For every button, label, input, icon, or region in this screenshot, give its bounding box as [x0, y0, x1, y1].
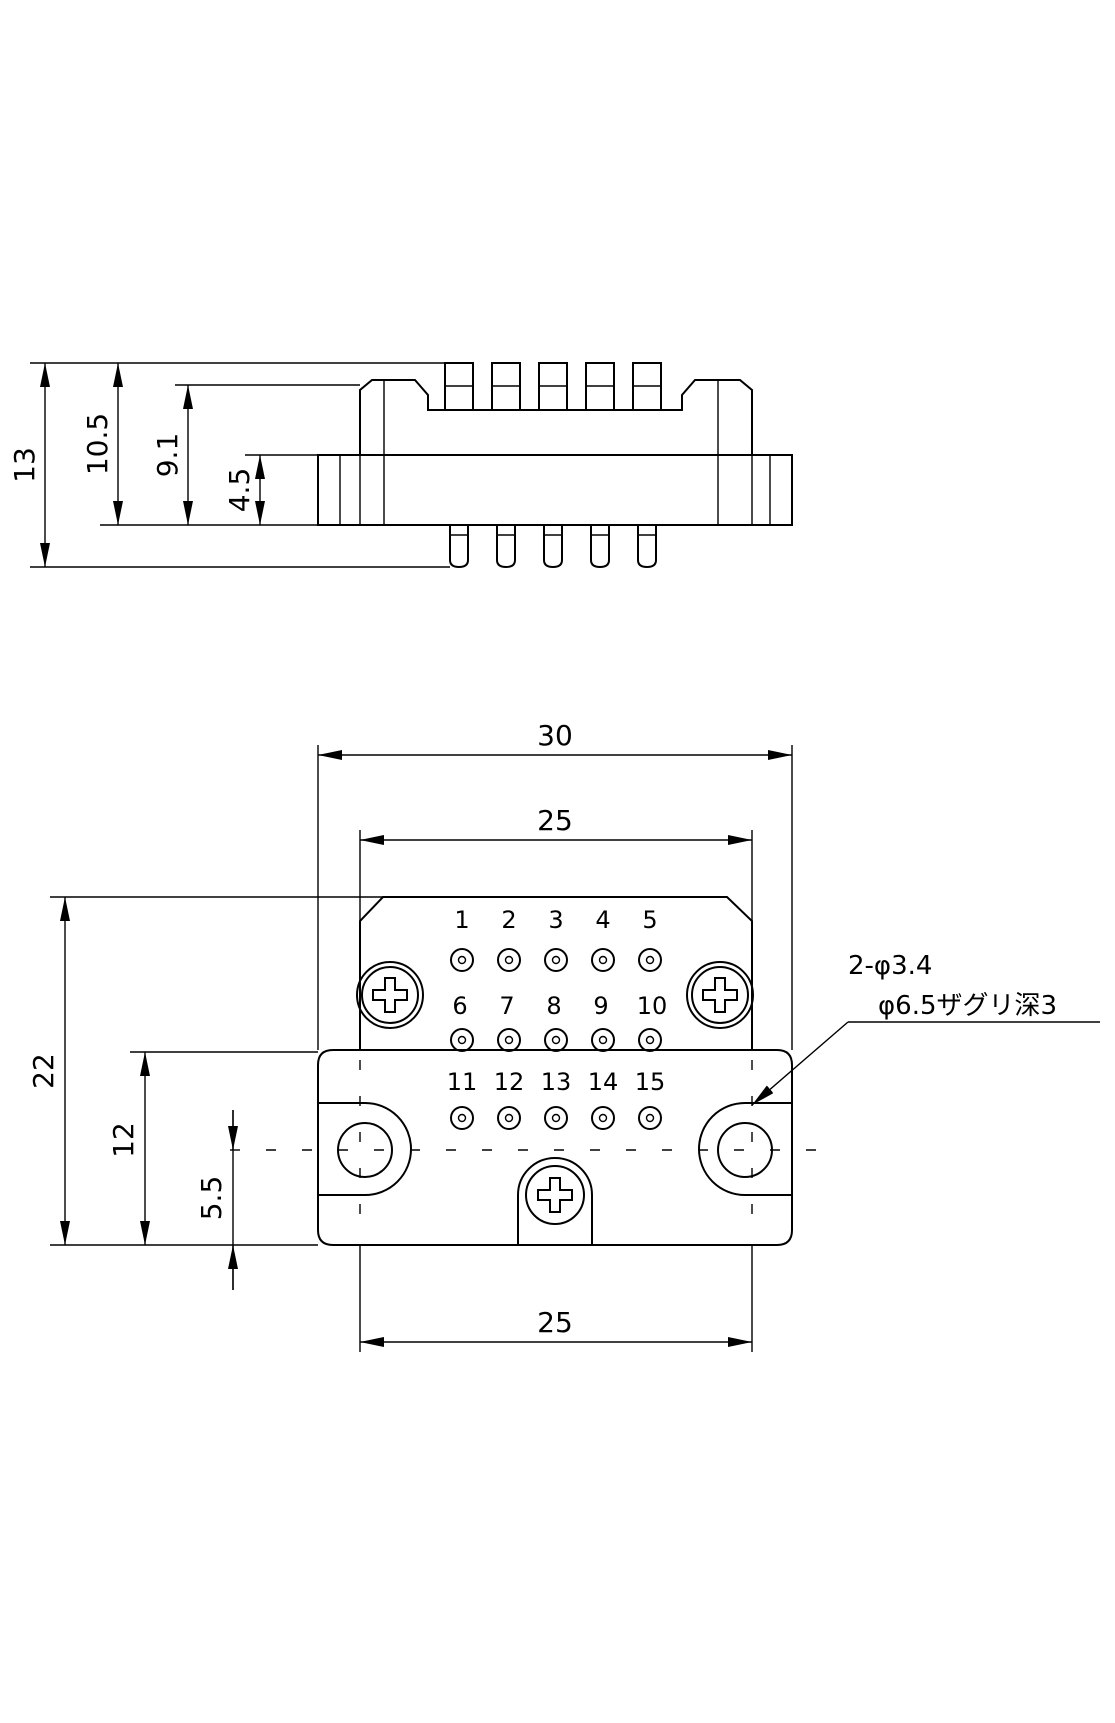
dim-30-label: 30: [537, 719, 573, 752]
dim-25-upper-label: 25: [537, 804, 573, 837]
pin-label-6: 6: [452, 992, 467, 1020]
contact-array: 1 2 3 4 5 6 7 8 9 10: [447, 906, 668, 1130]
pin-label-7: 7: [499, 992, 514, 1020]
contact-11: [450, 1106, 474, 1130]
contact-15: [638, 1106, 662, 1130]
pin-label-10: 10: [637, 992, 668, 1020]
pin-label-14: 14: [588, 1068, 619, 1096]
pin-label-4: 4: [595, 906, 610, 934]
right-hole-circle: [717, 1122, 773, 1178]
bottom-screw-boss: [517, 1157, 593, 1245]
dim-12-label: 12: [107, 1122, 140, 1158]
contact-12: [497, 1106, 521, 1130]
contact-13: [544, 1106, 568, 1130]
dim-4-5-label: 4.5: [223, 468, 256, 513]
hole-callout: 2-φ3.4 φ6.5ザグリ深3: [751, 951, 1100, 1106]
dim-25-bottom-label: 25: [537, 1306, 573, 1339]
dim-30: 30: [318, 719, 792, 760]
right-mounting-hole: [698, 1102, 792, 1196]
contact-1: [450, 948, 474, 972]
pin-label-15: 15: [635, 1068, 666, 1096]
dim-13: 13: [8, 363, 51, 567]
side-view: 13 10.5 9.1 4.5: [8, 362, 793, 569]
contact-10: [638, 1028, 662, 1052]
contact-14: [591, 1106, 615, 1130]
left-mounting-hole: [318, 1102, 412, 1196]
dim-5-5-label: 5.5: [195, 1176, 228, 1221]
contact-5: [638, 948, 662, 972]
pin-label-2: 2: [501, 906, 516, 934]
contact-4: [591, 948, 615, 972]
pin-label-1: 1: [454, 906, 469, 934]
dim-22: 22: [27, 897, 70, 1245]
dim-12: 12: [107, 1052, 150, 1245]
front-view: 1 2 3 4 5 6 7 8 9 10: [27, 719, 1100, 1352]
contact-row-3: [450, 1106, 662, 1130]
dim-25-upper: 25: [360, 804, 752, 845]
dim-10-5: 10.5: [81, 363, 123, 525]
dim-22-label: 22: [27, 1053, 60, 1089]
pin-label-13: 13: [541, 1068, 572, 1096]
contact-row-2: [450, 1028, 662, 1052]
hole-callout-line1: 2-φ3.4: [848, 951, 932, 981]
pin-label-8: 8: [546, 992, 561, 1020]
side-view-top-contacts: [444, 362, 662, 411]
flange-outline: [317, 1049, 793, 1246]
left-screw: [356, 961, 424, 1029]
dim-25-bottom: 25: [360, 1306, 752, 1347]
dim-5-5: 5.5: [195, 1110, 238, 1290]
contact-6: [450, 1028, 474, 1052]
pin-label-3: 3: [548, 906, 563, 934]
right-screw: [686, 961, 754, 1029]
contact-3: [544, 948, 568, 972]
contact-9: [591, 1028, 615, 1052]
dim-4-5: 4.5: [223, 455, 265, 525]
pin-label-9: 9: [593, 992, 608, 1020]
pin-label-5: 5: [642, 906, 657, 934]
pin-label-12: 12: [494, 1068, 525, 1096]
dim-9-1-label: 9.1: [151, 433, 184, 478]
pin-label-11: 11: [447, 1068, 478, 1096]
side-view-bottom-pins: [449, 525, 657, 569]
dim-9-1: 9.1: [151, 385, 193, 525]
dim-13-label: 13: [8, 447, 41, 483]
contact-2: [497, 948, 521, 972]
contact-7: [497, 1028, 521, 1052]
upper-body-outline: [359, 896, 753, 1050]
left-screw-cross-icon: [372, 977, 408, 1013]
contact-row-1: [450, 948, 662, 972]
side-view-body: [317, 379, 793, 526]
dim-10-5-label: 10.5: [81, 413, 114, 475]
contact-8: [544, 1028, 568, 1052]
hole-callout-line2: φ6.5ザグリ深3: [878, 991, 1057, 1021]
right-screw-cross-icon: [702, 977, 738, 1013]
bottom-screw-cross-icon: [537, 1177, 573, 1213]
